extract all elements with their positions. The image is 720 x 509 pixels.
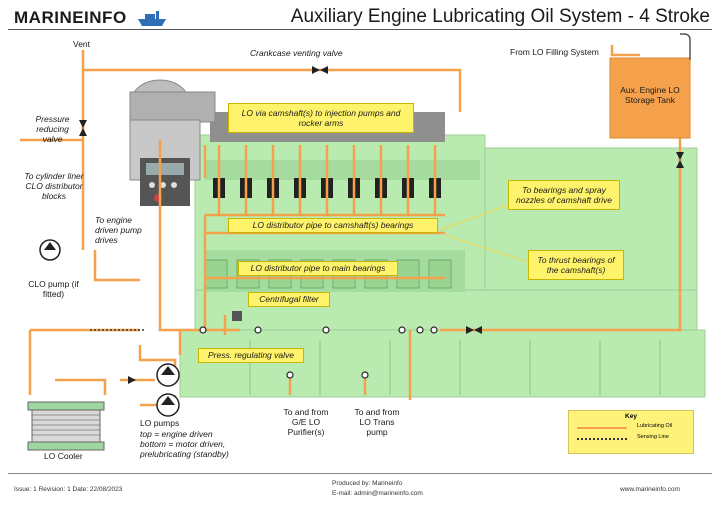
- callout-press-reg: Press. regulating valve: [198, 348, 304, 363]
- centrifugal-filter-shape: [232, 311, 242, 321]
- engine-driven-label: To engine driven pump drives: [95, 215, 142, 245]
- callout-centrifugal: Centrifugal filter: [248, 292, 330, 307]
- storage-tank-shape: [609, 57, 691, 139]
- valve-symbols: [79, 66, 684, 384]
- lo-pipework: [20, 45, 682, 407]
- footer-website: www.marineinfo.com: [620, 486, 680, 493]
- callout-thrust-bearings: To thrust bearings of the camshaft(s): [528, 250, 624, 280]
- page-title: Auxiliary Engine Lubricating Oil System …: [290, 6, 710, 27]
- lo-pumps-desc: top = engine driven bottom = motor drive…: [140, 429, 229, 459]
- legend-sensing-line: [577, 438, 627, 440]
- callout-bearings-spray: To bearings and spray nozzles of camshaf…: [508, 180, 620, 210]
- legend-lub-label: Lubricating Oil: [637, 423, 673, 429]
- header-divider: [8, 29, 712, 30]
- legend-lub-line: [577, 427, 627, 429]
- footer-produced: Produced by: Marineinfo: [332, 480, 403, 487]
- callout-leaders: [439, 204, 529, 263]
- footer-divider: [8, 473, 712, 474]
- cylinder-liner-label: To cylinder liner CLO distributor blocks: [24, 171, 84, 201]
- legend-sensing-label: Sensing Line: [637, 434, 669, 440]
- brand-logo-text: MARINEINFO: [14, 8, 127, 27]
- footer-issue: Issue: 1 Revision: 1 Date: 22/08/2023: [14, 486, 123, 493]
- lo-cooler-shape: [27, 401, 105, 451]
- callout-dist-camshaft: LO distributor pipe to camshaft(s) beari…: [228, 218, 438, 233]
- lo-pumps-title: LO pumps: [140, 418, 180, 428]
- storage-tank-label: Aux. Engine LO Storage Tank: [620, 85, 680, 105]
- callout-dist-main: LO distributor pipe to main bearings: [238, 261, 398, 276]
- callout-camshaft-injection: LO via camshaft(s) to injection pumps an…: [228, 103, 414, 133]
- lo-cooler-label: LO Cooler: [44, 451, 83, 461]
- vent-label: Vent: [73, 39, 91, 49]
- from-filling-label: From LO Filling System: [510, 47, 599, 57]
- ship-icon: [138, 11, 166, 26]
- pressure-reducing-label: Pressure reducing valve: [35, 114, 70, 144]
- crankcase-valve-label: Crankcase venting valve: [250, 48, 343, 58]
- purifier-label: To and from G/E LO Purifier(s): [283, 407, 329, 437]
- legend-key: Key Lubricating Oil Sensing Line: [568, 410, 694, 454]
- clo-pump-label: CLO pump (if fitted): [28, 279, 79, 299]
- legend-title: Key: [625, 413, 637, 420]
- trans-pump-label: To and from LO Trans pump: [354, 407, 400, 437]
- footer-email: E-mail: admin@marineinfo.com: [332, 490, 423, 497]
